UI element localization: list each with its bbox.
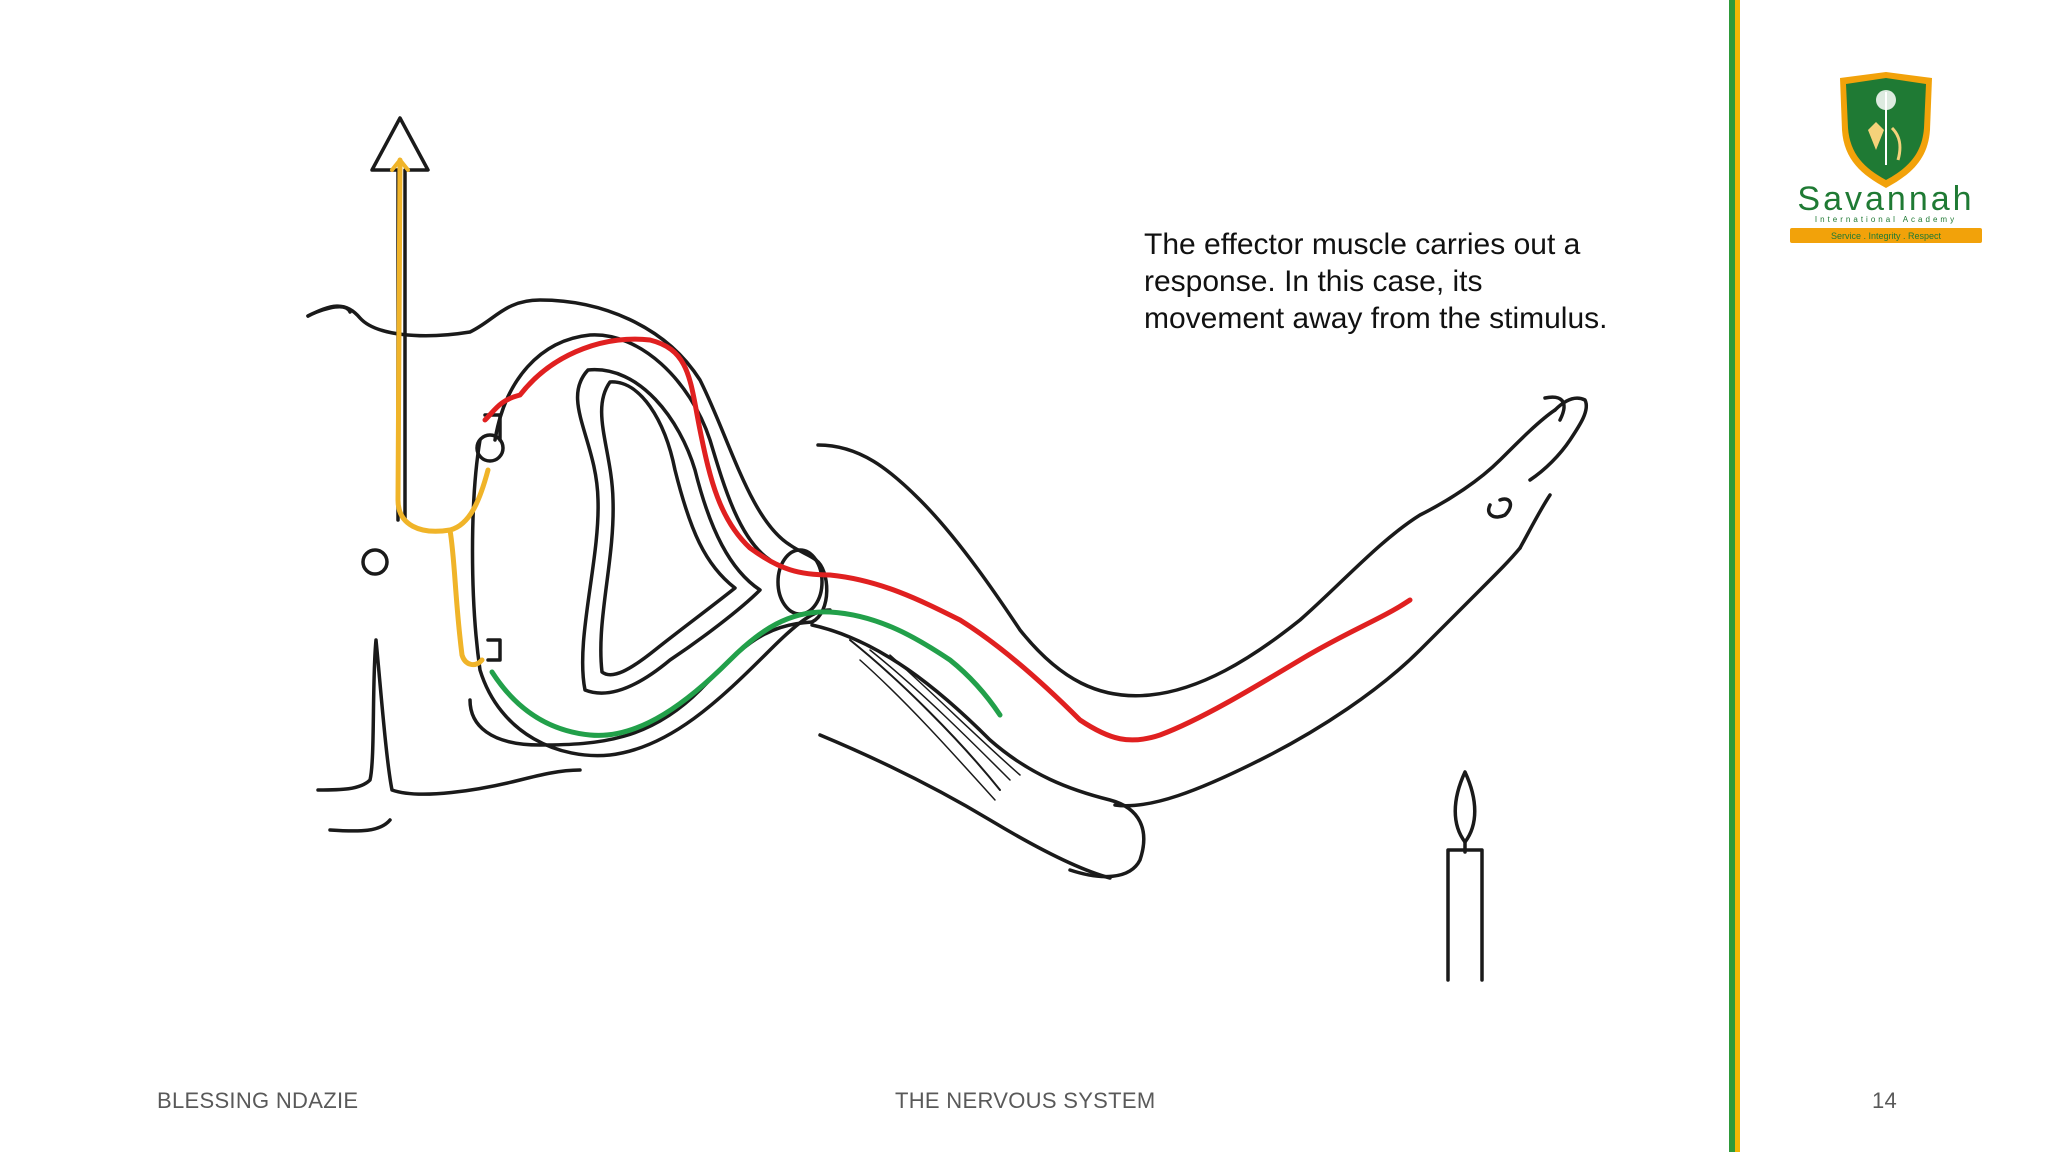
right-stripe-green [1729, 0, 1735, 1152]
school-logo: Savannah International Academy Service .… [1790, 72, 1982, 243]
logo-name: Savannah [1797, 180, 1974, 218]
footer-title: THE NERVOUS SYSTEM [895, 1088, 1156, 1113]
relay-neuron [395, 157, 491, 668]
logo-motto: Service . Integrity . Respect [1831, 231, 1942, 241]
muscle-outline [849, 639, 1001, 791]
logo-subtitle: International Academy [1815, 215, 1957, 224]
caption-text: The effector muscle carries out a respon… [1144, 228, 1608, 335]
footer-author: BLESSING NDAZIE [157, 1088, 359, 1113]
logo-shield-icon [1840, 72, 1932, 188]
spinal-cord-outline [306, 298, 818, 562]
hand-outline [1528, 396, 1588, 482]
reflex-arc-diagram [306, 116, 1588, 982]
footer-page-number: 14 [1872, 1088, 1898, 1113]
sensory-neuron [482, 336, 1413, 743]
candle-flame [1453, 770, 1477, 844]
right-stripe-yellow [1735, 0, 1740, 1152]
grey-matter-outline [575, 368, 762, 695]
arm-outline [816, 408, 1557, 698]
ganglion [776, 548, 824, 616]
motor-neuron [489, 609, 1003, 738]
candle-body [1446, 848, 1484, 982]
